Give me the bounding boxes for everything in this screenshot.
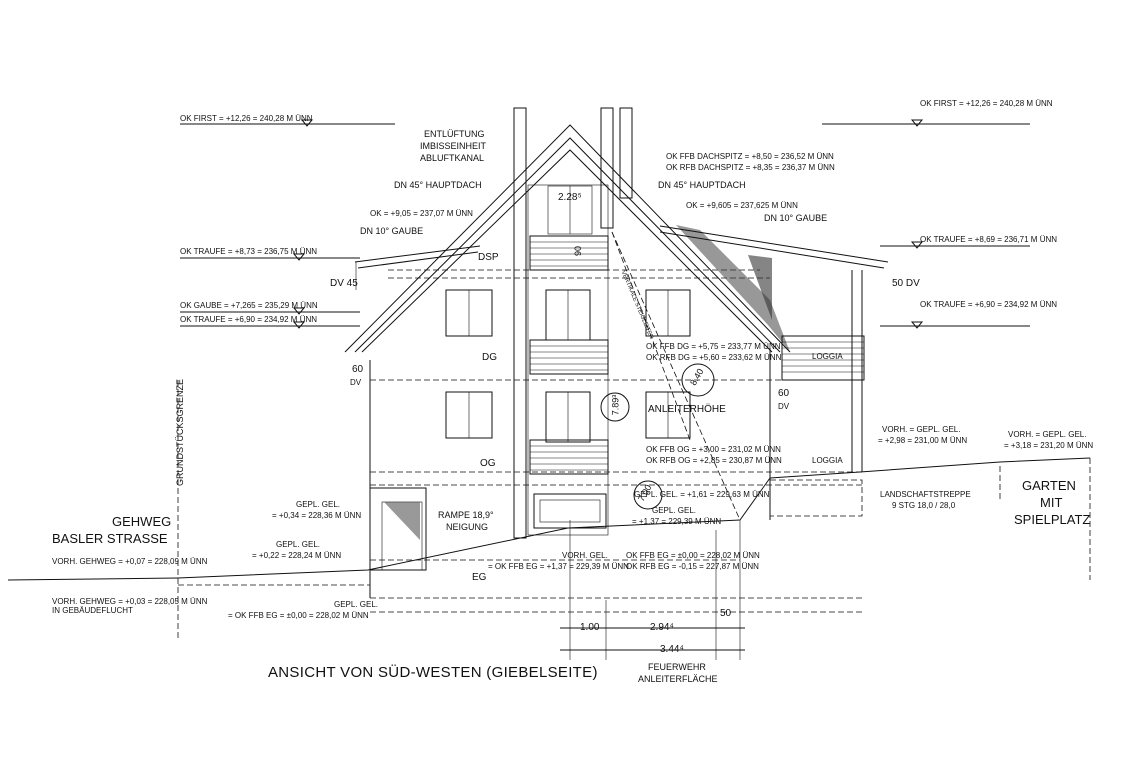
vorh-gel: VORH. GEL. [562,551,608,560]
og-label: OG [480,458,496,469]
dim-228: 2.28⁵ [558,192,582,203]
gepl-gel-4: GEPL. GEL. = +1,61 = 229,63 M ÜNN [634,490,770,499]
dn45-right: DN 45° HAUPTDACH [658,180,746,190]
level-markers [180,119,1030,329]
gepl-gel-1-val: = +0,34 = 228,36 M ÜNN [272,511,362,520]
ok-ffb-dachspitz: OK FFB DACHSPITZ = +8,50 = 236,52 M ÜNN [666,152,834,161]
dim-789: 7.89³ [610,394,621,416]
dg-label: DG [482,352,497,363]
gepl-gel-2-val: = +0,22 = 228,24 M ÜNN [252,551,342,560]
entlueftung-3: ABLUFTKANAL [420,153,485,163]
vorh-gel-b: VORH. = GEPL. GEL. [1008,430,1087,439]
dim-840: 8.40 [688,366,706,388]
entlueftung-1: ENTLÜFTUNG [424,129,485,139]
ok-left-roof: OK = +9,05 = 237,07 M ÜNN [370,209,473,218]
dv60-right: 60 [778,388,790,399]
anleiterhoehe-label: ANLEITERHÖHE [648,404,726,415]
gepl-gel-5-val: = +1,37 = 229,39 M ÜNN [632,517,722,526]
rampe-2: NEIGUNG [446,522,489,532]
ok-traufe-right-2: OK TRAUFE = +6,90 = 234,92 M ÜNN [920,300,1058,309]
ok-ffb-dg: OK FFB DG = +5,75 = 233,77 M ÜNN [646,342,781,351]
street-label: BASLER STRASSE [52,531,168,546]
ok-first-right: OK FIRST = +12,26 = 240,28 M ÜNN [920,99,1053,108]
loggia-upper: LOGGIA [812,352,843,361]
ok-ffb-og: OK FFB OG = +3,00 = 231,02 M ÜNN [646,445,781,454]
property-line-label: GRUNDSTÜCKSGRENZE [175,378,185,486]
leiter-label: VERTIKALE STEIGLEITER [619,269,654,341]
vorh-gehweg-1: VORH. GEHWEG = +0,07 = 228,09 M ÜNN [52,557,208,566]
dv-left: DV [350,378,362,387]
ok-traufe-left-2: OK TRAUFE = +6,90 = 234,92 M ÜNN [180,315,318,324]
dim-100: 1.00 [580,622,600,633]
mit-label: MIT [1040,495,1063,510]
vorh-gel-a: VORH. = GEPL. GEL. [882,425,961,434]
gepl-gel-5: GEPL. GEL. [652,506,697,515]
building [344,107,889,598]
gepl-gel-3: GEPL. GEL. [334,600,379,609]
gehweg-label: GEHWEG [112,514,172,529]
drawing-title: ANSICHT VON SÜD-WESTEN (GIEBELSEITE) [268,664,598,681]
dim-294: 2.94⁴ [650,622,674,633]
gepl-gel-1: GEPL. GEL. [296,500,341,509]
dsp-label: DSP [478,252,499,263]
ok-rfb-og: OK RFB OG = +2,85 = 230,87 M ÜNN [646,456,782,465]
dv-right: DV [778,402,790,411]
balcony-railing-og [529,439,609,475]
feuerwehr-2: ANLEITERFLÄCHE [638,674,718,684]
vorh-gel-val: = OK FFB EG = +1,37 = 229,39 M ÜNN [488,562,629,571]
entlueftung-2: IMBISSEINHEIT [420,141,487,151]
ok-traufe-right-1: OK TRAUFE = +8,69 = 236,71 M ÜNN [920,235,1058,244]
ok-gaube-left: OK GAUBE = +7,265 = 235,29 M ÜNN [180,301,318,310]
dim-90: 90 [573,245,584,257]
rampe-1: RAMPE 18,9° [438,510,494,520]
landschaftstreppe: LANDSCHAFTSTREPPE [880,490,971,499]
vorh-gel-b-val: = +3,18 = 231,20 M ÜNN [1004,441,1094,450]
vorh-gehweg-2: VORH. GEHWEG = +0,03 = 228,05 M ÜNN [52,597,208,606]
gepl-gel-2: GEPL. GEL. [276,540,321,549]
ok-rfb-dg: OK RFB DG = +5,60 = 233,62 M ÜNN [646,353,782,362]
ok-traufe-left-1: OK TRAUFE = +8,73 = 236,75 M ÜNN [180,247,318,256]
ok-rfb-dachspitz: OK RFB DACHSPITZ = +8,35 = 236,37 M ÜNN [666,163,835,172]
in-flucht: IN GEBÄUDEFLUCHT [52,606,133,615]
dim-50: 50 [720,608,732,619]
loggia-lower: LOGGIA [812,456,843,465]
balcony-railing-dsp [529,235,609,271]
stg-label: 9 STG 18,0 / 28,0 [892,501,956,510]
ok-rfb-eg: OK RFB EG = -0,15 = 227,87 M ÜNN [626,562,759,571]
dv60-left: 60 [352,364,364,375]
balcony-railing-dg [529,339,609,375]
dn10-right: DN 10° GAUBE [764,213,828,223]
bottom-dimensions [560,520,745,660]
eg-label: EG [472,572,487,583]
garten-label: GARTEN [1022,478,1076,493]
feuerwehr-1: FEUERWEHR [648,662,706,672]
dv50-label: 50 DV [892,278,920,289]
ok-ffb-eg: OK FFB EG = ±0,00 = 228,02 M ÜNN [626,551,760,560]
ok-right-roof: OK = +9,605 = 237,625 M ÜNN [686,201,798,210]
spielplatz-label: SPIELPLATZ [1014,512,1091,527]
fire-ladder-markings [600,231,741,521]
ok-first-left: OK FIRST = +12,26 = 240,28 M ÜNN [180,114,313,123]
terrain [7,457,1091,613]
dim-344: 3.44⁴ [660,644,684,655]
dn10-left: DN 10° GAUBE [360,226,424,236]
dn45-left: DN 45° HAUPTDACH [394,180,482,190]
vorh-gel-a-val: = +2,98 = 231,00 M ÜNN [878,436,968,445]
dv45-label: DV 45 [330,278,358,289]
gepl-gel-3-val: = OK FFB EG = ±0,00 = 228,02 M ÜNN [228,611,369,620]
